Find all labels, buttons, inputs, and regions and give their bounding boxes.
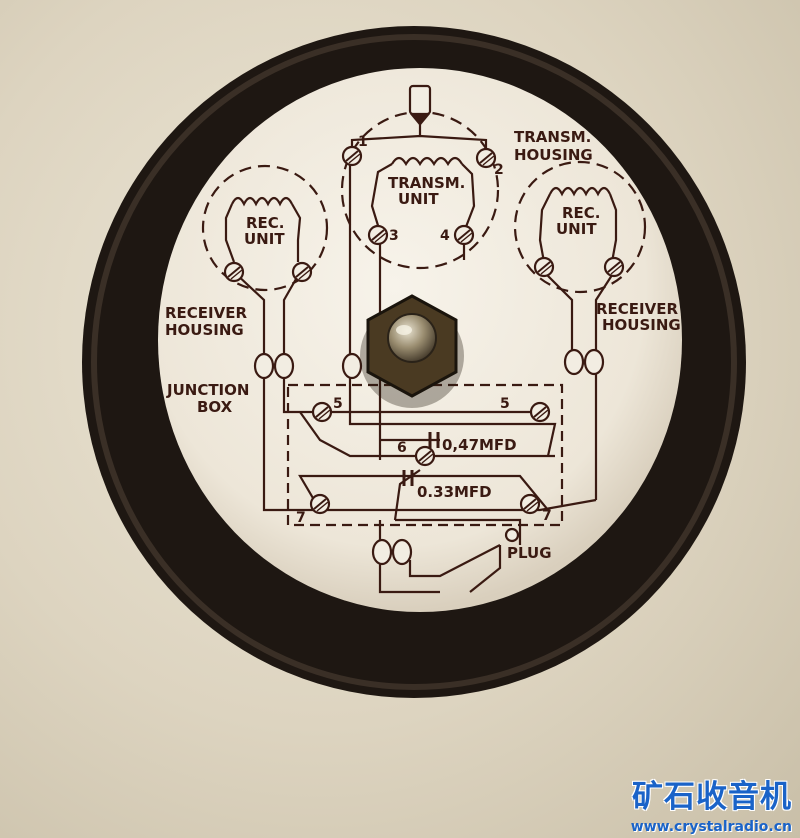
- label-rec-unit-right: REC.: [562, 204, 601, 222]
- label-receiver-housing-right-2: HOUSING: [602, 316, 681, 334]
- label-receiver-housing-left: RECEIVER: [165, 304, 247, 322]
- label-junction-box-2: BOX: [197, 398, 233, 416]
- right-rec-coil: [549, 186, 611, 197]
- terminal-label-7-right: 7: [542, 508, 552, 524]
- terminal-label-1: 1: [358, 134, 368, 150]
- center-nut: [360, 294, 464, 408]
- transmitter-button: [408, 84, 432, 126]
- terminal-label-5-right: 5: [500, 396, 510, 412]
- label-transm-unit-2: UNIT: [398, 190, 439, 208]
- terminal-label-2: 2: [494, 162, 504, 178]
- right-receiver-housing-dashed: [513, 160, 647, 294]
- label-rec-unit-right-2: UNIT: [556, 220, 597, 238]
- left-rec-coil: [231, 196, 293, 207]
- terminal-label-7-left: 7: [296, 510, 306, 526]
- transm-coil: [391, 156, 463, 167]
- label-cap-033: 0.33MFD: [417, 483, 492, 501]
- label-rec-unit-left-2: UNIT: [244, 230, 285, 248]
- label-transm-unit: TRANSM.: [388, 174, 465, 192]
- label-plug: PLUG: [507, 544, 552, 562]
- junction-rings: [253, 348, 605, 566]
- terminal-label-6: 6: [397, 440, 407, 456]
- label-transm-housing: TRANSM.: [514, 128, 591, 146]
- watermark-title: 矿石收音机: [632, 779, 792, 815]
- label-cap-047: 0,47MFD: [442, 436, 517, 454]
- terminal-label-3: 3: [389, 228, 399, 244]
- label-receiver-housing-left-2: HOUSING: [165, 321, 244, 339]
- label-receiver-housing-right: RECEIVER: [596, 300, 678, 318]
- label-transm-housing-2: HOUSING: [514, 146, 593, 164]
- left-receiver-housing-dashed: [201, 164, 329, 292]
- terminal-label-4: 4: [440, 228, 450, 244]
- label-junction-box: JUNCTION: [166, 381, 249, 399]
- rim-highlight: [91, 34, 737, 690]
- watermark-url: www.crystalradio.cn: [630, 819, 792, 835]
- terminal-label-5-left: 5: [333, 396, 343, 412]
- label-rec-unit-left: REC.: [246, 214, 285, 232]
